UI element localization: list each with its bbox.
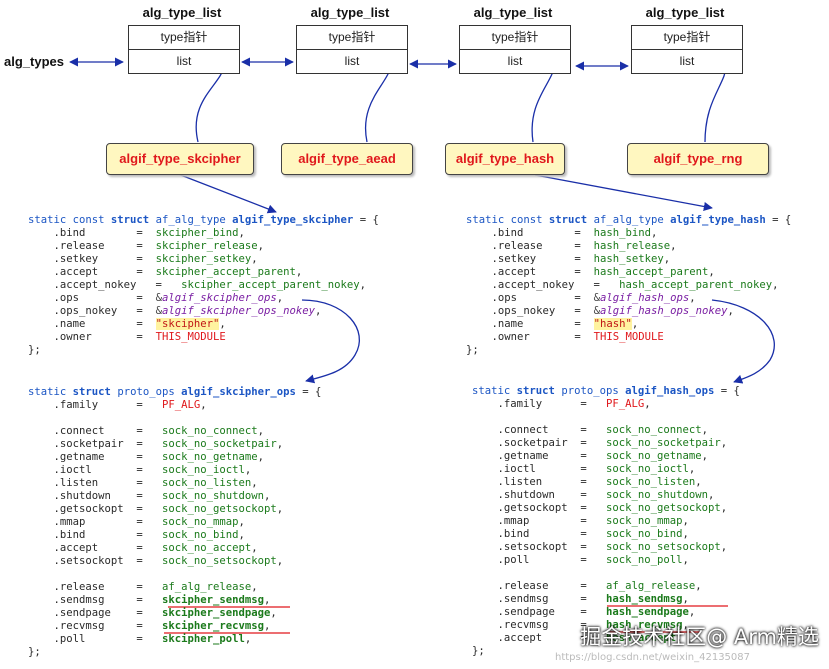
alg-type-list-title: alg_type_list (142, 5, 222, 20)
field-line: .accept_nokey = skcipher_accept_parent_n… (28, 279, 367, 291)
type-pointer-cell: type指针 (160, 30, 208, 44)
field-line: .recvmsg = hash_recvmsg, (472, 619, 689, 631)
note-algif-type-aead: algif_type_aead (281, 143, 413, 175)
field-line: .bind = sock_no_bind, (472, 528, 689, 540)
field-line: .accept = hash_accept_parent, (466, 266, 715, 278)
alg-type-list-title: alg_type_list (645, 5, 725, 20)
field-line: .sendpage = skcipher_sendpage, (28, 607, 277, 619)
field-line: .ioctl = sock_no_ioctl, (472, 463, 696, 475)
field-line: .getname = sock_no_getname, (472, 450, 709, 462)
owner-line: .owner = THIS_MODULE (28, 331, 226, 343)
alg-type-list-box: type指针 list (128, 25, 240, 74)
struct-close: }; (28, 646, 41, 658)
arrow-skcipher-note-to-struct (177, 173, 277, 214)
struct-decl-line: static struct proto_ops algif_hash_ops =… (472, 385, 740, 397)
field-line: .connect = sock_no_connect, (28, 425, 265, 437)
alg-type-list-title: alg_type_list (473, 5, 553, 20)
name-line: .name = "hash", (466, 318, 639, 330)
alg-type-list-title: alg_type_list (310, 5, 390, 20)
struct-decl-line: static const struct af_alg_type algif_ty… (28, 214, 379, 226)
type-pointer-cell: type指针 (491, 30, 539, 44)
struct-close: }; (472, 645, 485, 657)
list-cell: list (297, 49, 407, 73)
field-line: .setkey = skcipher_setkey, (28, 253, 258, 265)
field-line: .accept_nokey = hash_accept_parent_nokey… (466, 279, 779, 291)
field-line: .release = af_alg_release, (28, 581, 258, 593)
field-line: .getsockopt = sock_no_getsockopt, (28, 503, 284, 515)
field-line: .sendpage = hash_sendpage, (472, 606, 696, 618)
family-line: .family = PF_ALG, (472, 398, 651, 410)
field-line: .sendmsg = skcipher_sendmsg, (28, 594, 271, 606)
field-line: .release = af_alg_release, (472, 580, 702, 592)
family-line: .family = PF_ALG, (28, 399, 207, 411)
alg-type-list-box: type指针 list (459, 25, 571, 74)
hash-proto-ops-code: static struct proto_ops algif_hash_ops =… (472, 385, 740, 658)
field-line: .getname = sock_no_getname, (28, 451, 265, 463)
alg-types-label: alg_types (4, 54, 64, 69)
field-line: .socketpair = sock_no_socketpair, (28, 438, 284, 450)
owner-line: .owner = THIS_MODULE (466, 331, 664, 343)
skcipher-af-alg-type-code: static const struct af_alg_type algif_ty… (28, 214, 379, 357)
field-line: .getsockopt = sock_no_getsockopt, (472, 502, 728, 514)
field-line: .accept = skcipher_accept_parent, (28, 266, 303, 278)
struct-close: }; (466, 344, 479, 356)
field-line: .shutdown = sock_no_shutdown, (472, 489, 715, 501)
field-line: .shutdown = sock_no_shutdown, (28, 490, 271, 502)
field-line: .socketpair = sock_no_socketpair, (472, 437, 728, 449)
skcipher-proto-ops-code: static struct proto_ops algif_skcipher_o… (28, 386, 321, 659)
field-line: .accept = sock_no_accept, (28, 542, 258, 554)
field-line: .bind = hash_bind, (466, 227, 658, 239)
type-pointer-cell: type指针 (328, 30, 376, 44)
field-line: .setkey = hash_setkey, (466, 253, 671, 265)
field-line: .mmap = sock_no_mmap, (28, 516, 245, 528)
field-line: .bind = sock_no_bind, (28, 529, 245, 541)
field-line: .release = hash_release, (466, 240, 677, 252)
type-pointer-cell: type指针 (663, 30, 711, 44)
name-line: .name = "skcipher", (28, 318, 226, 330)
note-algif-type-skcipher: algif_type_skcipher (106, 143, 254, 175)
ops-line: .ops = &algif_skcipher_ops, (28, 292, 284, 304)
field-line: .poll = sock_no_poll, (472, 554, 689, 566)
field-line: .poll = skcipher_poll, (28, 633, 252, 645)
field-line: .recvmsg = skcipher_recvmsg, (28, 620, 271, 632)
watermark-url: https://blog.csdn.net/weixin_42135087 (555, 652, 751, 663)
field-line: .ioctl = sock_no_ioctl, (28, 464, 252, 476)
field-line: .listen = sock_no_listen, (28, 477, 258, 489)
field-line: .setsockopt = sock_no_setsockopt, (28, 555, 284, 567)
ops-line: .ops = &algif_hash_ops, (466, 292, 696, 304)
list-cell: list (632, 49, 742, 73)
note-algif-type-hash: algif_type_hash (445, 143, 565, 175)
hash-af-alg-type-code: static const struct af_alg_type algif_ty… (466, 214, 791, 357)
field-line: .listen = sock_no_listen, (472, 476, 702, 488)
ops-nokey-line: .ops_nokey = &algif_skcipher_ops_nokey, (28, 305, 322, 317)
field-line: .accept = hash_accept, (472, 632, 683, 644)
field-line: .mmap = sock_no_mmap, (472, 515, 689, 527)
field-line: .bind = skcipher_bind, (28, 227, 245, 239)
field-line: .setsockopt = sock_no_setsockopt, (472, 541, 728, 553)
note-algif-type-rng: algif_type_rng (627, 143, 769, 175)
struct-decl-line: static struct proto_ops algif_skcipher_o… (28, 386, 322, 398)
list-cell: list (129, 49, 239, 73)
field-line: .release = skcipher_release, (28, 240, 265, 252)
watermark: 掘金技术社区@ Arm精选 (580, 625, 819, 649)
list-cell: list (460, 49, 570, 73)
ops-nokey-line: .ops_nokey = &algif_hash_ops_nokey, (466, 305, 734, 317)
struct-close: }; (28, 344, 41, 356)
struct-decl-line: static const struct af_alg_type algif_ty… (466, 214, 792, 226)
field-line: .connect = sock_no_connect, (472, 424, 709, 436)
field-line: .sendmsg = hash_sendmsg, (472, 593, 689, 605)
alg-type-list-box: type指针 list (631, 25, 743, 74)
alg-type-list-box: type指针 list (296, 25, 408, 74)
arrow-hash-note-to-struct (534, 174, 713, 211)
